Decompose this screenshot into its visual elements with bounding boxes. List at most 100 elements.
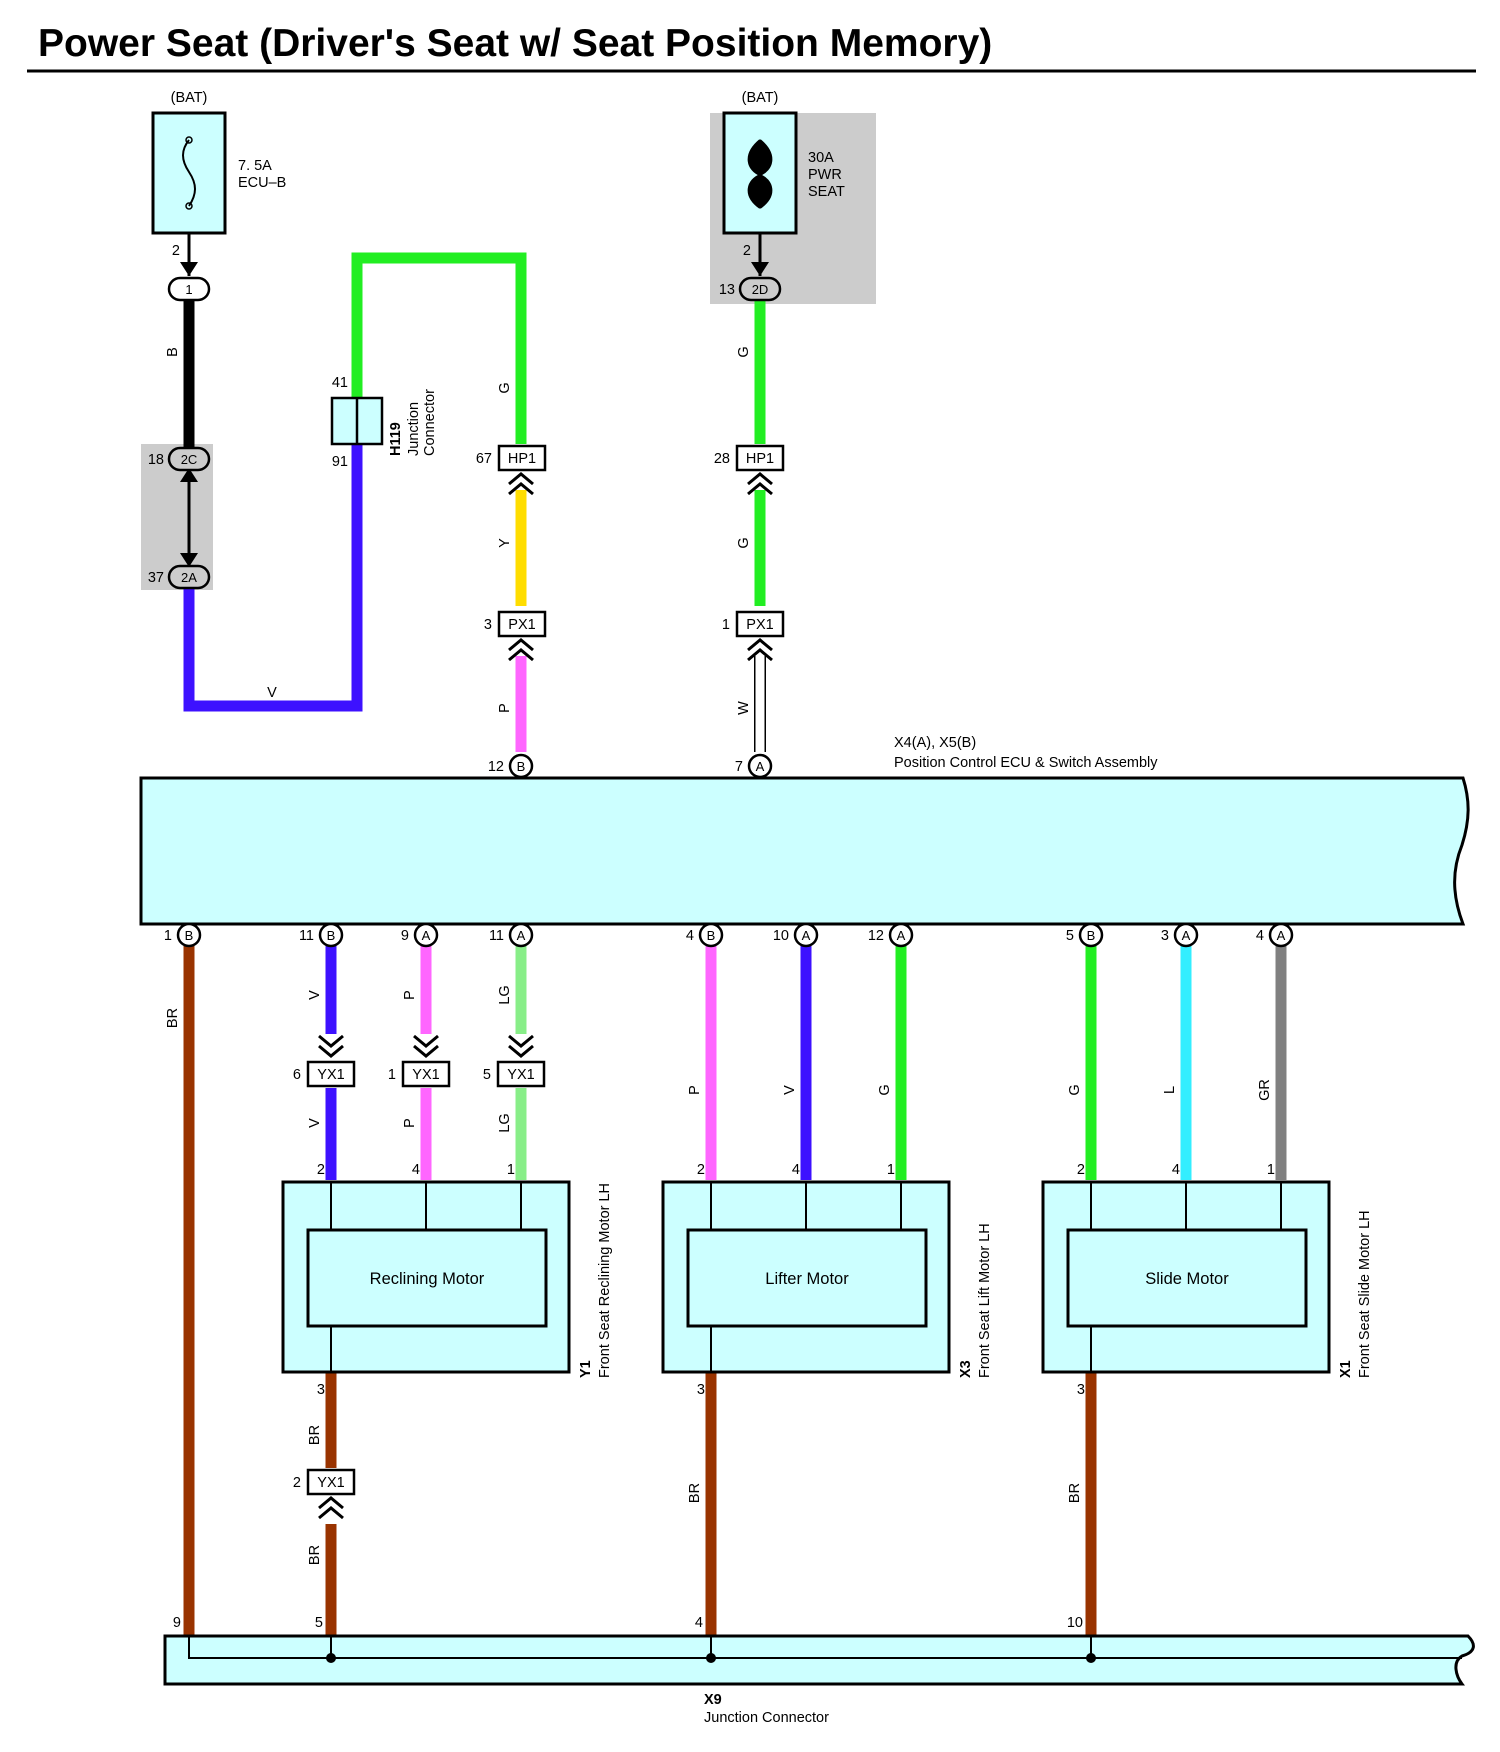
svg-text:10: 10 bbox=[773, 928, 789, 944]
ecu-pin: A 7 bbox=[735, 753, 773, 779]
x9-name: Junction Connector bbox=[704, 1710, 829, 1726]
svg-text:11: 11 bbox=[299, 928, 314, 944]
fuse-pwr-symbol-icon bbox=[747, 139, 773, 209]
motor-id: Y1 bbox=[578, 1360, 594, 1378]
h119-pin-out: 91 bbox=[332, 454, 348, 470]
svg-text:YX1: YX1 bbox=[507, 1067, 534, 1083]
motor-id: X3 bbox=[958, 1360, 974, 1378]
svg-text:3: 3 bbox=[1077, 1382, 1085, 1398]
svg-text:13: 13 bbox=[719, 282, 735, 298]
svg-text:1: 1 bbox=[507, 1162, 515, 1178]
fuse-ecu-b-name: ECU–B bbox=[238, 175, 286, 191]
svg-text:11: 11 bbox=[489, 928, 504, 944]
fuse-pwr-seat-source: (BAT) bbox=[742, 90, 779, 106]
chevron-up-icon bbox=[508, 472, 534, 496]
motor-name: Front Seat Lift Motor LH bbox=[977, 1223, 993, 1378]
chevron-up-icon bbox=[318, 1496, 344, 1520]
wire-label: BR bbox=[165, 1008, 181, 1028]
ecu-pin: B5 bbox=[1066, 922, 1104, 948]
ecu-name: Position Control ECU & Switch Assembly bbox=[894, 755, 1158, 771]
h119-line2: Connector bbox=[422, 389, 438, 456]
chevron-up-icon bbox=[508, 638, 534, 662]
svg-text:B: B bbox=[327, 928, 336, 943]
fuse-ecu-b-source: (BAT) bbox=[171, 90, 208, 106]
connector-hp1-left: HP1 67 bbox=[476, 444, 547, 496]
svg-text:7: 7 bbox=[735, 759, 743, 775]
fuse-pwr-seat: (BAT) 30A PWR SEAT 2 bbox=[722, 90, 845, 259]
svg-text:4: 4 bbox=[686, 928, 694, 944]
splice-dot bbox=[1086, 1653, 1096, 1663]
svg-text:HP1: HP1 bbox=[746, 451, 774, 467]
svg-text:2: 2 bbox=[697, 1162, 705, 1178]
ecu-pin: A9 bbox=[401, 922, 439, 948]
wire-label: P bbox=[687, 1085, 703, 1095]
motor-name: Front Seat Slide Motor LH bbox=[1357, 1210, 1373, 1378]
wire-label: W bbox=[736, 701, 752, 715]
svg-text:4: 4 bbox=[695, 1615, 703, 1631]
wire-v-2a-to-h119 bbox=[183, 440, 363, 712]
svg-text:A: A bbox=[897, 928, 906, 943]
chevron-up-icon bbox=[747, 638, 773, 662]
svg-text:9: 9 bbox=[401, 928, 409, 944]
wire-label: GR bbox=[1257, 1079, 1273, 1101]
connector-hp1-right: HP1 28 bbox=[714, 444, 785, 496]
svg-text:2D: 2D bbox=[752, 282, 769, 297]
page-title: Power Seat (Driver's Seat w/ Seat Positi… bbox=[38, 22, 992, 65]
svg-text:3: 3 bbox=[697, 1382, 705, 1398]
connector-2a: 2A 37 bbox=[148, 564, 211, 590]
wire-label: V bbox=[267, 685, 277, 701]
svg-text:10: 10 bbox=[1067, 1615, 1083, 1631]
svg-text:2: 2 bbox=[293, 1475, 301, 1491]
wire-label: BR bbox=[307, 1545, 323, 1565]
svg-text:PX1: PX1 bbox=[746, 617, 773, 633]
wire-label: G bbox=[877, 1084, 893, 1095]
svg-text:4: 4 bbox=[1256, 928, 1264, 944]
svg-text:3: 3 bbox=[1161, 928, 1169, 944]
svg-text:67: 67 bbox=[476, 451, 492, 467]
ecu-position-control: X4(A), X5(B) Position Control ECU & Swit… bbox=[139, 735, 1470, 926]
wire-label: G bbox=[497, 382, 513, 393]
ecu-pin: B4 bbox=[686, 922, 724, 948]
ecu-pin: A3 bbox=[1161, 922, 1199, 948]
svg-text:2A: 2A bbox=[181, 570, 197, 585]
wire-label: G bbox=[736, 346, 752, 357]
wire-label: V bbox=[307, 990, 323, 1000]
wire-label: V bbox=[782, 1085, 798, 1095]
ecu-pin: A 12 bbox=[868, 922, 914, 948]
svg-text:A: A bbox=[1182, 928, 1191, 943]
wire-label: LG bbox=[497, 1113, 513, 1132]
chevron-up-icon bbox=[747, 472, 773, 496]
motor-slide: Slide Motor 2 4 1 3 X1 Front Seat Slide … bbox=[1041, 1162, 1373, 1398]
splice-dot bbox=[326, 1653, 336, 1663]
ecu-pin: B 12 bbox=[488, 753, 534, 779]
fuse-pwr-seat-name2: SEAT bbox=[808, 184, 845, 200]
svg-text:PX1: PX1 bbox=[508, 617, 535, 633]
wire-label: G bbox=[1067, 1084, 1083, 1095]
connector-yx1-d: YX1 2 bbox=[293, 1468, 356, 1520]
motor-inner-label: Reclining Motor bbox=[370, 1270, 485, 1288]
svg-text:1: 1 bbox=[1267, 1162, 1275, 1178]
svg-text:A: A bbox=[1277, 928, 1286, 943]
junction-connector-h119: 41 91 H119 Junction Connector bbox=[330, 375, 438, 470]
svg-text:A: A bbox=[517, 928, 526, 943]
motor-reclining: Reclining Motor 2 4 1 3 Y1 Front Seat Re… bbox=[281, 1162, 613, 1398]
motor-lifter: Lifter Motor 2 4 1 3 X3 Front Seat Lift … bbox=[661, 1162, 993, 1398]
ecu-pin: A10 bbox=[773, 922, 819, 948]
h119-id: H119 bbox=[388, 422, 404, 456]
svg-text:2: 2 bbox=[317, 1162, 325, 1178]
wire-label: G bbox=[736, 537, 752, 548]
svg-text:12: 12 bbox=[868, 928, 884, 944]
svg-text:6: 6 bbox=[293, 1067, 301, 1083]
fuse-ecu-b-rating: 7. 5A bbox=[238, 158, 272, 174]
ecu-ids: X4(A), X5(B) bbox=[894, 735, 976, 751]
svg-text:3: 3 bbox=[317, 1382, 325, 1398]
svg-text:3: 3 bbox=[484, 617, 492, 633]
arrow-down-icon bbox=[180, 553, 198, 567]
svg-text:YX1: YX1 bbox=[317, 1067, 344, 1083]
wire-label: L bbox=[1162, 1086, 1178, 1094]
svg-text:1: 1 bbox=[388, 1067, 396, 1083]
ecu-pin: B 11 bbox=[299, 922, 344, 948]
fuse-pwr-seat-pin: 2 bbox=[743, 243, 751, 259]
motor-inner-label: Slide Motor bbox=[1145, 1270, 1229, 1288]
